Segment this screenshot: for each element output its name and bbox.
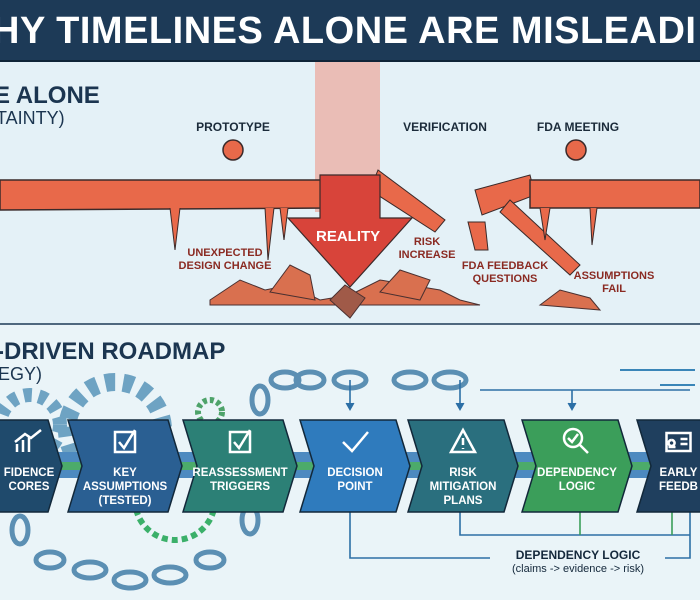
reality-label: REALITY — [316, 228, 381, 245]
icicles — [539, 207, 598, 246]
dependency-loop-green — [579, 512, 673, 535]
milestone-label: FDA MEETING — [536, 120, 620, 134]
roadmap-step — [406, 419, 519, 513]
timeline-bar-right — [529, 179, 700, 209]
check-icon — [342, 431, 369, 453]
section-subtitle-roadmap: EGY) — [0, 364, 43, 384]
feed-arrows — [349, 380, 690, 407]
rubble — [209, 264, 602, 319]
warning-icon — [448, 427, 478, 454]
milestone-prototype — [222, 139, 244, 161]
roadmap-step — [520, 419, 633, 513]
roadmap-step — [66, 419, 183, 513]
milestone-label: VERIFICATION — [403, 120, 487, 134]
checkbox-icon — [113, 429, 137, 454]
broken-piece — [499, 199, 581, 276]
roadmap-step — [181, 419, 298, 513]
milestone-fda — [565, 139, 587, 161]
dependency-logic-subtitle: (claims -> evidence -> risk) — [511, 563, 645, 575]
section-title-timeline: E ALONE — [0, 82, 100, 109]
broken-piece — [467, 221, 489, 251]
dependency-logic-title: DEPENDENCY LOGIC — [511, 548, 645, 562]
arrowheads — [345, 402, 577, 412]
title-band — [0, 0, 700, 63]
roadmap-step — [0, 419, 63, 513]
roadmap-step — [298, 419, 411, 513]
reality-arrow — [286, 174, 414, 288]
section-subtitle-timeline: TAINTY) — [0, 108, 65, 128]
page-title: HY TIMELINES ALONE ARE MISLEADI — [0, 10, 697, 52]
id-card-icon — [665, 431, 692, 453]
chain — [9, 369, 469, 591]
milestone-label: PROTOTYPE — [196, 120, 270, 134]
icicles — [169, 207, 289, 261]
checkbox-icon — [228, 429, 252, 454]
magnifier-check-icon — [562, 427, 589, 454]
arrow-lines — [620, 369, 695, 386]
timeline-bar-left — [0, 179, 331, 211]
dependency-loop — [349, 512, 691, 559]
chart-icon — [14, 429, 42, 452]
section-title-roadmap: -DRIVEN ROADMAP — [0, 338, 226, 365]
